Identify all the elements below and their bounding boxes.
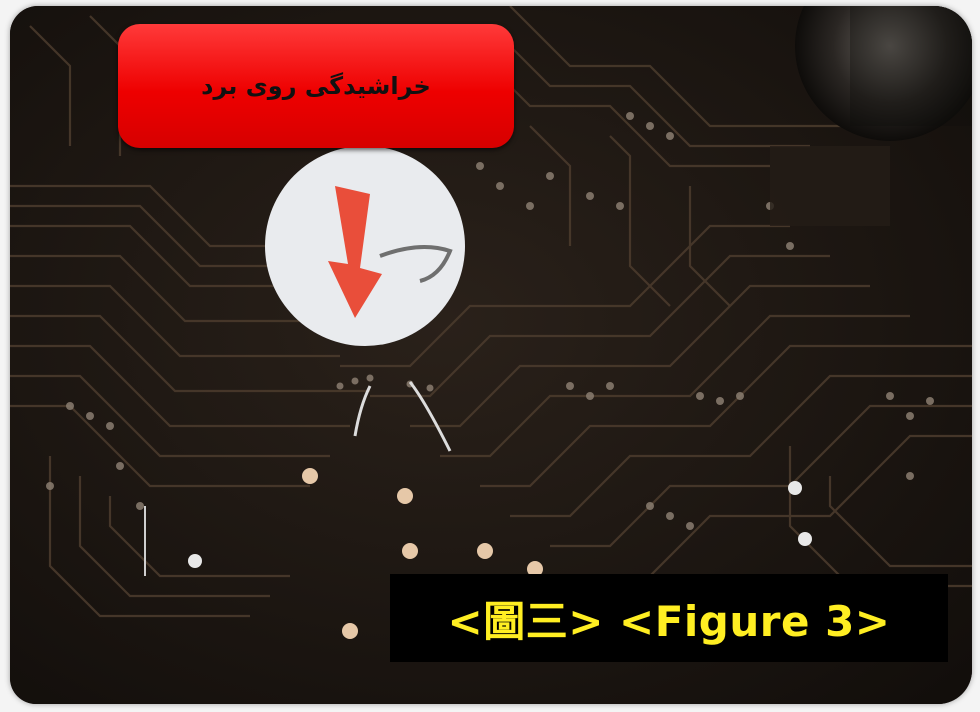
title-banner: خراشیدگی روی برد [118,24,514,148]
circuit-board-photo: خراشیدگی روی برد <圖三> <Figure 3> [10,6,972,704]
figure-caption-box: <圖三> <Figure 3> [390,574,948,662]
arrow-marker [328,186,382,318]
scratch-mark [353,385,372,437]
scratch-mark [408,381,452,452]
title-banner-text: خراشیدگی روی برد [201,72,431,100]
figure-caption-text: <圖三> <Figure 3> [447,596,891,646]
